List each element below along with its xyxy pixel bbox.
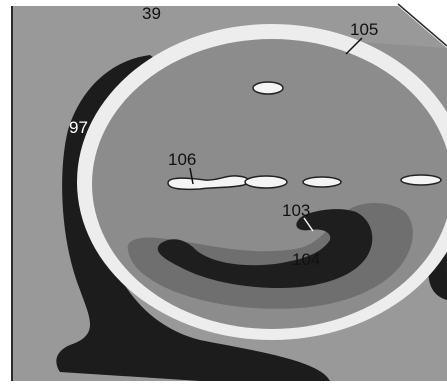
label-106: 106 <box>168 150 196 169</box>
label-105: 105 <box>350 20 378 39</box>
label-103: 103 <box>282 201 310 220</box>
label-104: 104 <box>292 250 320 269</box>
label-97: 97 <box>69 118 88 137</box>
white-bubble <box>253 82 283 94</box>
label-39: 39 <box>142 4 161 23</box>
white-bubble <box>303 177 341 187</box>
white-bubble <box>245 176 287 188</box>
white-bubble <box>401 175 441 185</box>
